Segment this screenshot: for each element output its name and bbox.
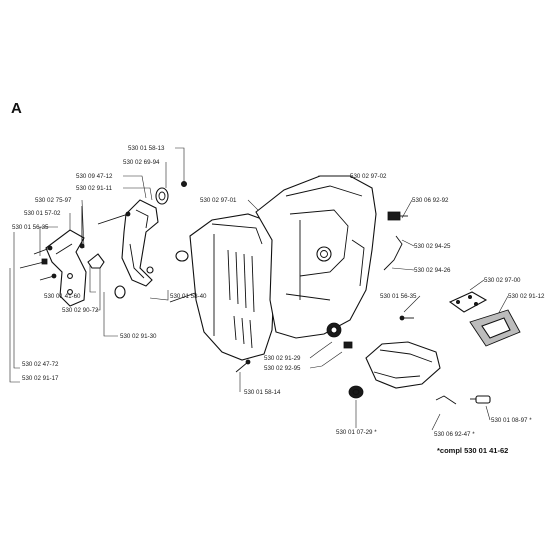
section-letter: A <box>11 100 22 117</box>
screw-set-left <box>19 206 85 281</box>
label-530-01-58-40: 530 01 58-40 <box>170 293 207 300</box>
label-530-06-92-47: 530 06 92-47 * <box>434 431 475 438</box>
label-530-02-90-72: 530 02 90-72 <box>62 307 99 314</box>
screw-56-35 <box>399 315 414 321</box>
bolts-upper <box>97 180 201 303</box>
fuel-filter <box>470 395 491 404</box>
label-530-02-69-94: 530 02 69-94 <box>123 159 160 166</box>
label-530-02-47-72: 530 02 47-72 <box>22 361 59 368</box>
label-530-01-41-60: 530 01 41-60 <box>44 293 81 300</box>
handle-bracket <box>121 199 159 287</box>
clip-small <box>87 253 105 269</box>
filter-element <box>348 385 364 399</box>
label-530-01-57-02: 530 01 57-02 <box>24 210 61 217</box>
filter-frame-91-12 <box>469 309 521 347</box>
housing-front <box>189 213 277 361</box>
label-530-01-58-14: 530 01 58-14 <box>244 389 281 396</box>
gasket-97-00 <box>448 291 488 313</box>
label-530-02-91-17: 530 02 91-17 <box>22 375 59 382</box>
connector-92-92 <box>387 211 408 221</box>
label-530-01-56-35-right: 530 01 56-35 <box>380 293 417 300</box>
cable-94-25 <box>383 235 403 271</box>
label-530-02-94-25: 530 02 94-25 <box>414 243 451 250</box>
label-530-01-08-97: 530 01 08-97 * <box>491 417 532 424</box>
label-530-02-91-11: 530 02 91-11 <box>76 185 113 192</box>
housing-rear <box>255 175 377 339</box>
label-530-02-97-02: 530 02 97-02 <box>350 173 387 180</box>
label-530-02-97-00: 530 02 97-00 <box>484 277 521 284</box>
filter-cover <box>365 341 441 389</box>
label-530-02-91-30: 530 02 91-30 <box>120 333 157 340</box>
label-530-02-75-97: 530 02 75-97 <box>35 197 72 204</box>
label-530-02-91-29: 530 02 91-29 <box>264 355 301 362</box>
label-530-01-07-29: 530 01 07-29 * <box>336 429 377 436</box>
label-530-09-47-12: 530 09 47-12 <box>76 173 113 180</box>
drive-gear <box>326 322 353 349</box>
footnote-complete-kit: *compl 530 01 41-62 <box>437 446 509 455</box>
label-530-01-56-35-left: 530 01 56-35 <box>12 224 49 231</box>
screw-bottom <box>235 359 251 373</box>
label-530-02-91-12: 530 02 91-12 <box>508 293 545 300</box>
label-530-02-94-26: 530 02 94-26 <box>414 267 451 274</box>
label-530-01-58-13: 530 01 58-13 <box>128 145 165 152</box>
bracket-plate <box>45 229 87 307</box>
label-530-02-97-01: 530 02 97-01 <box>200 197 237 204</box>
label-530-06-92-92: 530 06 92-92 <box>412 197 449 204</box>
leader-lines <box>9 147 509 431</box>
label-530-02-92-95: 530 02 92-95 <box>264 365 301 372</box>
fuel-hose <box>435 395 457 405</box>
